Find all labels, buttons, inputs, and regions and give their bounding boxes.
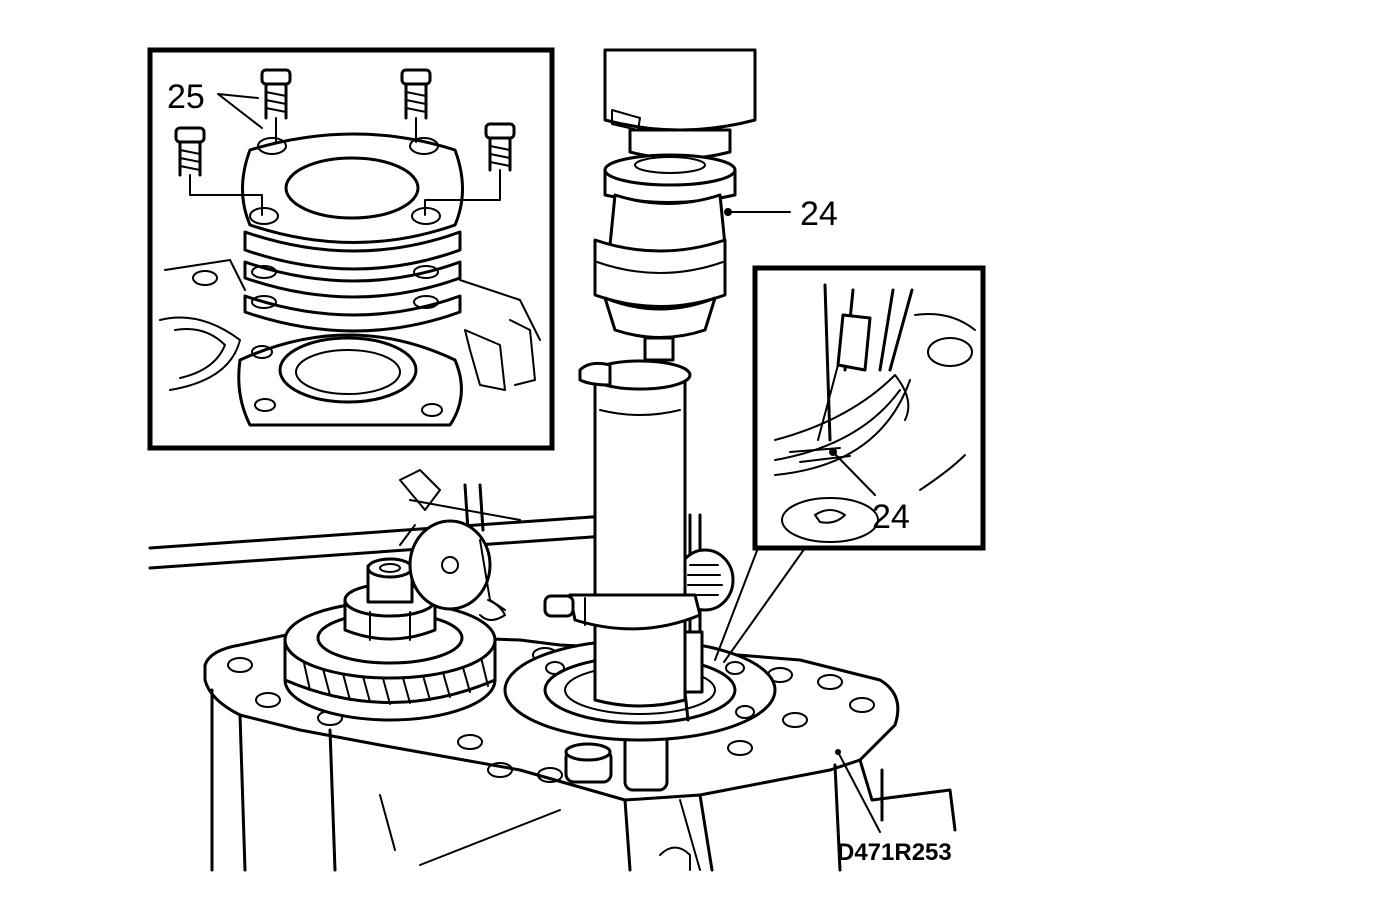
screw-icon — [174, 68, 516, 177]
figure-reference: D471R253 — [835, 749, 952, 866]
tool-callout-label: 24 — [800, 195, 838, 233]
inset-shims-screws: 25 — [147, 47, 555, 451]
inset-detail: 24 — [714, 265, 986, 663]
shims-callout-label: 25 — [167, 78, 205, 116]
installation-tool: 24 — [543, 48, 838, 708]
dial-indicator-stand — [148, 469, 622, 621]
detail-callout-label: 24 — [872, 498, 910, 536]
helical-gear — [283, 557, 497, 722]
figure-reference-label: D471R253 — [837, 839, 952, 866]
